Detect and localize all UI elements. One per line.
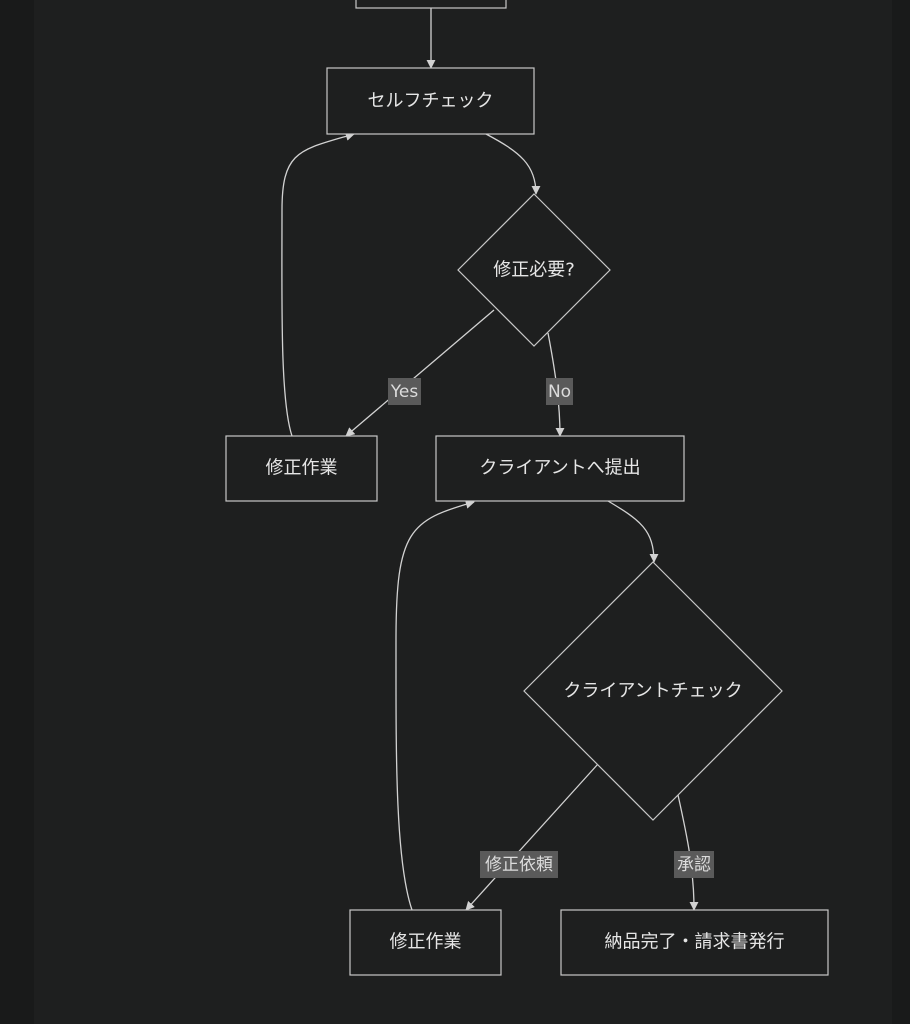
node-submit-client-label: クライアントへ提出 <box>479 458 640 479</box>
node-self-check <box>326 67 535 135</box>
label-bg-approve <box>674 851 714 878</box>
edge-label-yes: Yes <box>390 382 419 402</box>
diagram-panel <box>34 0 892 1024</box>
node-client-check-decision <box>523 561 783 821</box>
edge-fix-work-2-to-submit <box>395 499 475 911</box>
node-submit-client <box>435 435 685 502</box>
edge-needs-fix-yes <box>345 309 495 437</box>
edge-self-check-to-needs-fix <box>485 133 541 195</box>
label-bg-no <box>546 378 573 405</box>
node-previous-step <box>355 0 507 9</box>
node-needs-fix-decision <box>457 193 611 347</box>
edge-client-check-fix-request <box>465 763 599 911</box>
node-client-check-label: クライアントチェック <box>563 681 742 702</box>
node-fix-work-1 <box>225 435 378 502</box>
node-fix-work-2 <box>349 909 502 976</box>
label-bg-fix-request <box>480 851 558 878</box>
node-delivery <box>560 909 829 976</box>
node-fix-work-2-label: 修正作業 <box>390 932 462 953</box>
edges <box>281 8 699 911</box>
edge-labels: Yes No 修正依頼 承認 <box>388 378 714 878</box>
node-self-check-label: セルフチェック <box>368 91 494 112</box>
node-fix-work-1-label: 修正作業 <box>266 458 338 479</box>
edge-label-fix-request: 修正依頼 <box>485 855 553 875</box>
edge-fix-work-1-to-self-check <box>281 131 355 437</box>
edge-label-approve: 承認 <box>677 855 711 875</box>
label-bg-yes <box>388 378 421 405</box>
node-delivery-label: 納品完了・請求書発行 <box>605 932 785 953</box>
node-needs-fix-label: 修正必要? <box>493 260 575 281</box>
edge-label-no: No <box>548 382 571 402</box>
edge-submit-to-client-check <box>607 500 659 563</box>
nodes: セルフチェック 修正必要? 修正作業 クライアントへ提出 クライアントチェック … <box>225 0 829 976</box>
